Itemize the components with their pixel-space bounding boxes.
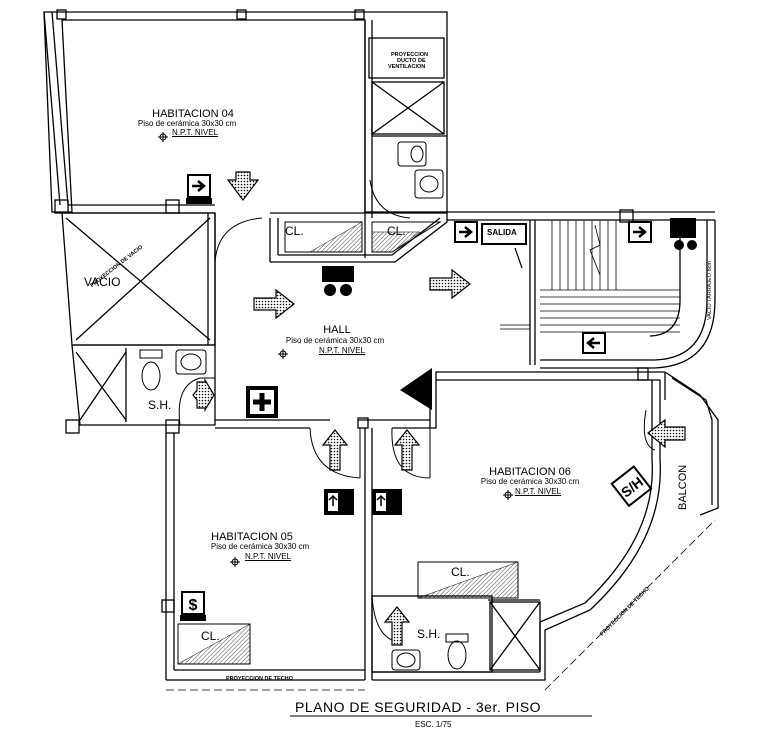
room-level-hall: N.P.T. NIVEL: [318, 346, 366, 355]
room-name-hab04: HABITACION 04: [152, 108, 234, 120]
salida-label: SALIDA: [487, 228, 517, 237]
level-markers: [158, 132, 513, 567]
door-swings: [178, 179, 656, 643]
vacio-tarrajeo-label: VACIO TARRAJEO 8cm: [707, 261, 713, 320]
room-name-hall: HALL: [323, 324, 351, 336]
room-floor-hall: Piso de cerámica 30x30 cm: [285, 336, 385, 345]
balcon-label: BALCON: [677, 464, 689, 510]
room-name-hab05: HABITACION 05: [211, 531, 293, 543]
proyeccion-techo-label-1: PROYECCION DE TECHO: [226, 676, 293, 682]
plan-title: PLANO DE SEGURIDAD - 3er. PISO: [295, 699, 542, 715]
plan-scale: ESC. 1/75: [415, 720, 452, 729]
closet-label-hab06: CL.: [451, 565, 470, 579]
ducto-label-1: PROYECCION: [391, 52, 428, 58]
bath-label-hab06: S.H.: [417, 627, 441, 641]
ducto-label-2: DUCTO DE: [397, 58, 426, 64]
room-level-hab04: N.P.T. NIVEL: [171, 128, 219, 137]
room-floor-hab04: Piso de cerámica 30x30 cm: [137, 119, 237, 128]
stair-treads: [500, 220, 680, 333]
room-level-hab06: N.P.T. NIVEL: [514, 487, 562, 496]
room-name-hab06: HABITACION 06: [489, 466, 571, 478]
room-level-hab05: N.P.T. NIVEL: [244, 552, 292, 561]
evacuation-arrows: [192, 171, 686, 646]
safety-signs: $ S/H: [180, 174, 697, 621]
bath-fixtures: [139, 141, 469, 671]
closet-label-hab05: CL.: [201, 629, 220, 643]
closet-label-hall-1: CL.: [285, 224, 304, 238]
vacio-label: VACIO: [84, 275, 121, 289]
room-floor-hab05: Piso de cerámica 30x30 cm: [210, 542, 310, 551]
bath-label-left: S.H.: [148, 398, 172, 412]
closet-label-hall-2: CL.: [387, 224, 406, 238]
svg-text:$: $: [189, 597, 198, 614]
ducto-label-3: VENTILACION: [388, 64, 426, 70]
room-floor-hab06: Piso de cerámica 30x30 cm: [480, 477, 580, 486]
